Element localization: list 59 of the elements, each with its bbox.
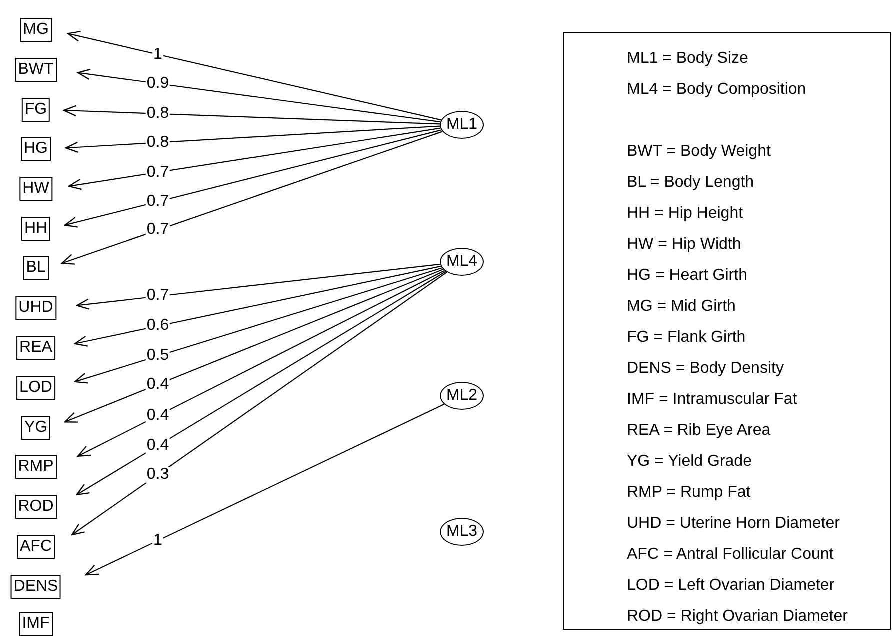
legend-entry: ML4 = Body Composition	[627, 80, 808, 99]
factor-ellipse: ML1	[440, 111, 484, 139]
arrow	[63, 105, 440, 125]
legend-entry: DENS = Body Density	[627, 359, 785, 378]
variable-box: BWT	[15, 58, 57, 82]
arrow	[74, 266, 442, 347]
edge-label: 0.7	[146, 164, 170, 180]
edge-label: 0.4	[146, 376, 170, 393]
arrow	[65, 126, 440, 154]
edge-label: 0.4	[146, 438, 170, 454]
arrow	[72, 272, 448, 536]
legend-entry: LOD = Left Ovarian Diameter	[627, 576, 836, 595]
legend-entry: BWT = Body Weight	[627, 142, 772, 161]
variable-box: MG	[20, 18, 52, 42]
variable-box: HW	[20, 177, 52, 201]
legend-entry: HG = Heart Girth	[627, 266, 748, 285]
legend-entry: BL = Body Length	[627, 173, 756, 192]
arrow	[77, 68, 441, 123]
arrow	[85, 404, 445, 576]
legend-panel	[563, 32, 891, 630]
legend-entry: YG = Yield Grade	[627, 452, 753, 471]
legend-entry: ML1 = Body Size	[627, 49, 750, 68]
legend-entry: MG = Mid Girth	[627, 297, 737, 316]
legend-entry: IMF = Intramuscular Fat	[627, 390, 798, 409]
factor-ellipse: ML2	[440, 382, 484, 410]
variable-box: RMP	[15, 455, 57, 479]
factor-ellipse: ML3	[440, 518, 484, 546]
arrow	[68, 128, 441, 190]
legend-entry: HH = Hip Height	[627, 204, 744, 223]
variable-box: ROD	[15, 495, 57, 519]
arrow	[74, 268, 442, 384]
variable-box: REA	[16, 336, 56, 360]
edge-label: 0.4	[146, 408, 170, 424]
variable-box: DENS	[10, 575, 62, 599]
arrow	[64, 130, 442, 228]
arrow	[77, 270, 446, 457]
variable-box: IMF	[19, 612, 53, 636]
arrow	[76, 271, 446, 496]
variable-box: HG	[21, 137, 51, 161]
variable-box: BL	[23, 256, 49, 280]
legend-entry: RMP = Rump Fat	[627, 483, 752, 502]
variable-box: HH	[21, 217, 51, 241]
arrow	[64, 268, 444, 423]
arrow	[61, 131, 443, 265]
variable-box: YG	[21, 416, 51, 440]
variable-box: UHD	[16, 296, 56, 320]
legend-entry: UHD = Uterine Horn Diameter	[627, 514, 841, 533]
legend-entry: ROD = Right Ovarian Diameter	[627, 607, 849, 626]
factor-ellipse: ML4	[440, 248, 484, 276]
variable-box: AFC	[17, 535, 55, 559]
legend-entry: AFC = Antral Follicular Count	[627, 545, 835, 564]
variable-box: FG	[22, 98, 50, 122]
legend-entry: FG = Flank Girth	[627, 328, 747, 347]
variable-box: LOD	[16, 376, 56, 400]
arrow	[67, 30, 442, 121]
legend-entry: HW = Hip Width	[627, 235, 742, 254]
legend-entry: REA = Rib Eye Area	[627, 421, 772, 440]
edge-label: 0.3	[146, 466, 170, 483]
arrow	[76, 264, 440, 310]
